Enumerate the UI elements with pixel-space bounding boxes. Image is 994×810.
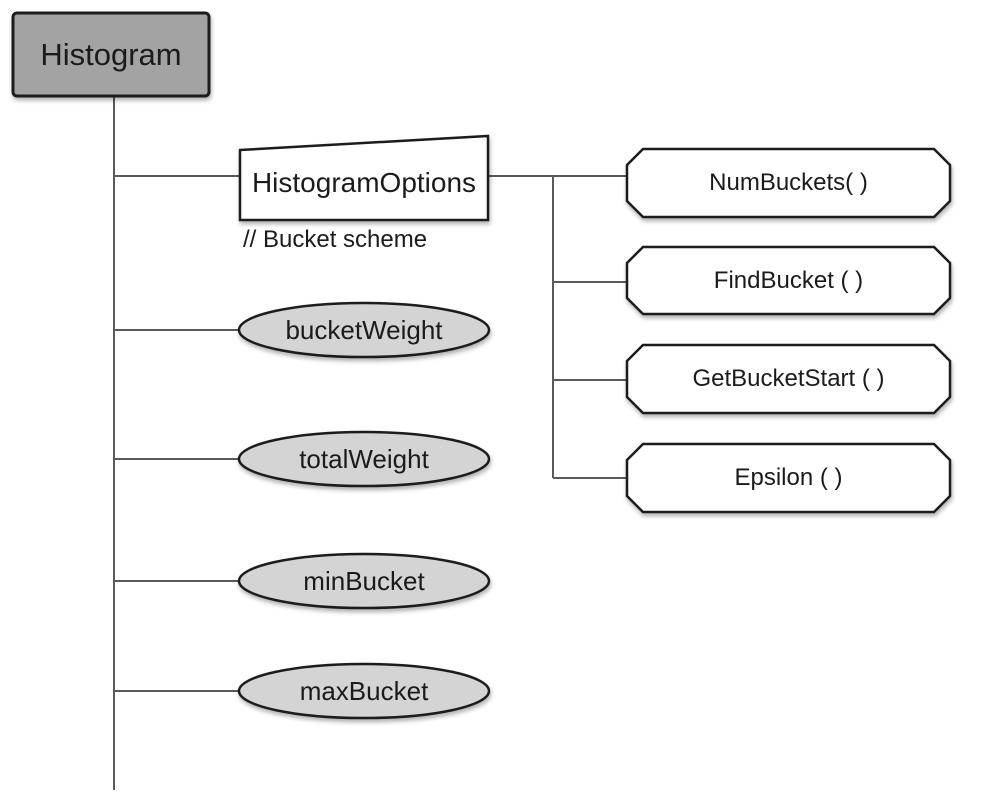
minbucket-ellipse [237, 552, 491, 610]
minbucket-label: minBucket [303, 566, 425, 596]
bucket-scheme-comment: // Bucket scheme [243, 226, 428, 253]
histogram-class-box [11, 11, 211, 98]
histogramoptions-box [238, 134, 490, 222]
histogram-class-label: Histogram [40, 37, 182, 72]
totalweight-ellipse [237, 430, 491, 488]
numbuckets-octagon [625, 147, 952, 219]
epsilon-label: Epsilon ( ) [734, 464, 843, 491]
findbucket-octagon [625, 245, 952, 316]
numbuckets-label: NumBuckets( ) [709, 169, 868, 196]
bucketweight-label: bucketWeight [285, 315, 443, 345]
maxbucket-label: maxBucket [299, 676, 429, 706]
histogramoptions-label: HistogramOptions [251, 167, 477, 198]
getbucketstart-label: GetBucketStart ( ) [692, 365, 885, 392]
getbucketstart-octagon [625, 343, 952, 415]
totalweight-label: totalWeight [299, 444, 429, 474]
maxbucket-ellipse [237, 662, 491, 720]
epsilon-octagon [625, 442, 952, 514]
findbucket-label: FindBucket ( ) [713, 266, 864, 294]
bucketweight-ellipse [237, 301, 491, 359]
